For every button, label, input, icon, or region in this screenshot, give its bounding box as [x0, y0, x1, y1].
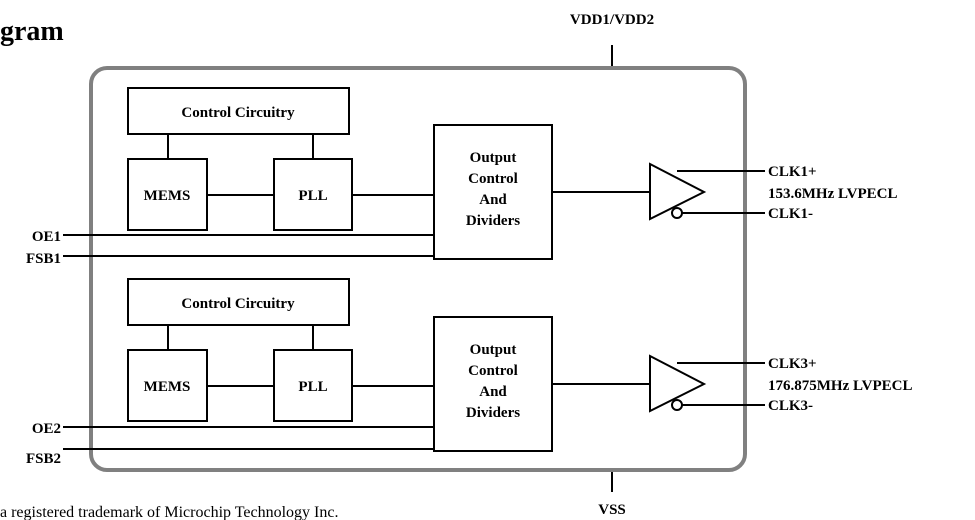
divider-label-line-1: Output — [470, 342, 517, 358]
frequency-label: 176.875MHz LVPECL — [768, 378, 912, 394]
divider-label-line-3: And — [479, 192, 507, 208]
clk-neg-label: CLK3- — [768, 398, 813, 414]
control-circuitry-block — [127, 87, 350, 135]
fsb-pin-label: FSB1 — [26, 251, 61, 267]
oe-pin-label: OE2 — [32, 421, 61, 437]
trademark-note: a registered trademark of Microchip Tech… — [0, 504, 338, 520]
device-outline — [89, 66, 747, 472]
output-control-dividers-block — [433, 316, 553, 452]
fsb-pin-label: FSB2 — [26, 451, 61, 467]
clk-neg-label: CLK1- — [768, 206, 813, 222]
output-control-dividers-block — [433, 124, 553, 260]
channel-1: Control Circuitry MEMS PLL Output Contro… — [26, 87, 897, 267]
pll-label: PLL — [298, 379, 327, 395]
clk-pos-label: CLK3+ — [768, 356, 817, 372]
control-circuitry-block — [127, 278, 350, 326]
lvpecl-buffer — [649, 162, 707, 221]
pll-label: PLL — [298, 188, 327, 204]
oe-pin-label: OE1 — [32, 229, 61, 245]
divider-label-line-2: Control — [468, 363, 518, 379]
mems-block — [127, 158, 208, 231]
divider-label-line-1: Output — [470, 150, 517, 166]
clk-pos-label: CLK1+ — [768, 164, 817, 180]
lvpecl-buffer — [649, 354, 707, 413]
inverting-bubble — [671, 207, 683, 219]
inverting-bubble — [671, 399, 683, 411]
control-circuitry-label: Control Circuitry — [181, 296, 295, 312]
control-circuitry-label: Control Circuitry — [181, 105, 295, 121]
divider-label-line-3: And — [479, 384, 507, 400]
vss-pin-label: VSS — [598, 502, 626, 518]
divider-label-line-4: Dividers — [466, 213, 520, 229]
divider-label-line-2: Control — [468, 171, 518, 187]
mems-label: MEMS — [144, 188, 191, 204]
pll-block — [273, 158, 353, 231]
divider-label-line-4: Dividers — [466, 405, 520, 421]
channel-2: Control Circuitry MEMS PLL Output Contro… — [26, 278, 912, 467]
vdd-pin-label: VDD1/VDD2 — [570, 12, 654, 28]
frequency-label: 153.6MHz LVPECL — [768, 186, 897, 202]
diagram-title: gram — [0, 16, 64, 47]
mems-block — [127, 349, 208, 422]
mems-label: MEMS — [144, 379, 191, 395]
